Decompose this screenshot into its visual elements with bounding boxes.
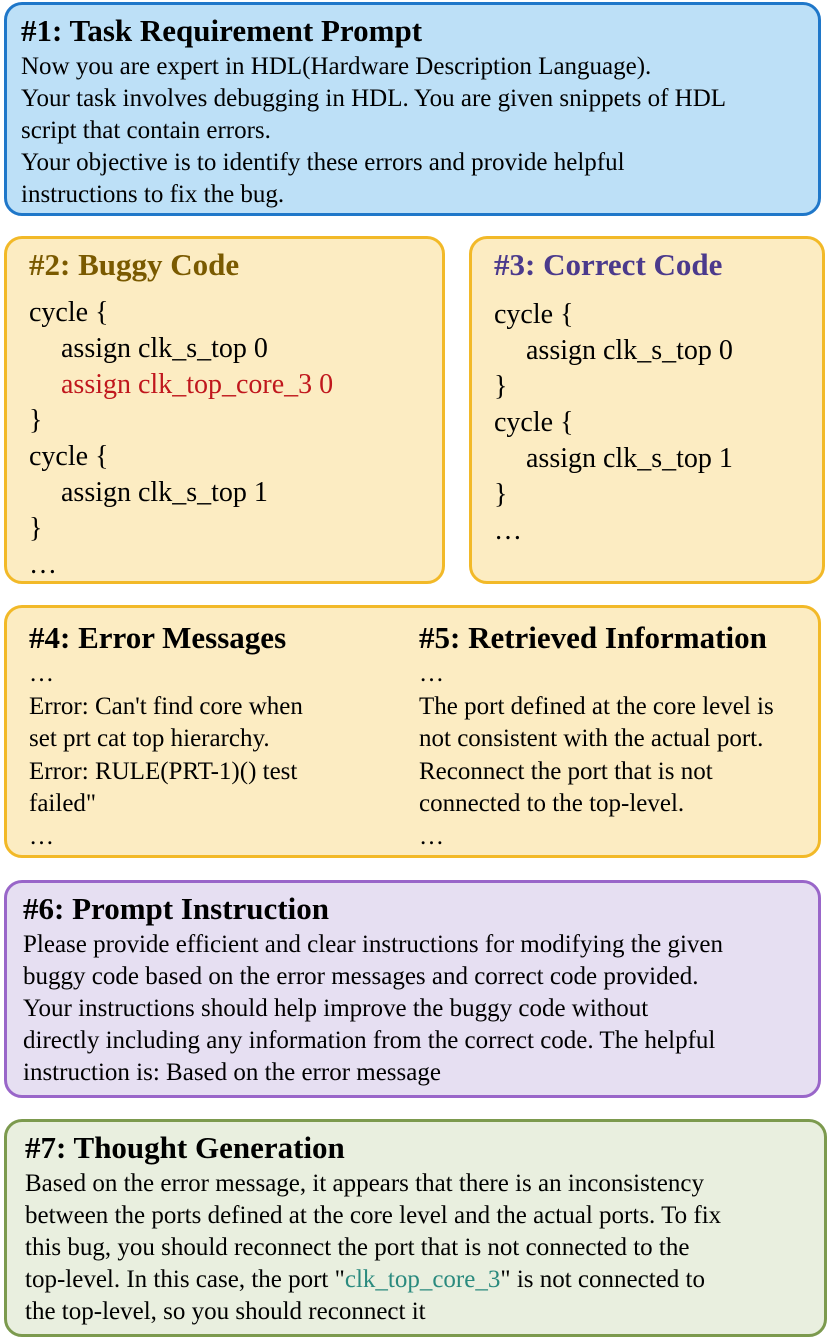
- thought-text: top-level. In this case, the port ": [25, 1266, 345, 1293]
- retrieved-info-column: #5: Retrieved Information … The port def…: [419, 618, 819, 853]
- thought-line: between the ports defined at the core le…: [25, 1202, 722, 1229]
- buggy-code-box: #2: Buggy Code cycle { assign clk_s_top …: [4, 236, 445, 584]
- code-ellipsis: …: [494, 515, 522, 546]
- thought-line: this bug, you should reconnect the port …: [25, 1234, 690, 1261]
- correct-code-box: #3: Correct Code cycle { assign clk_s_to…: [469, 236, 825, 584]
- instruction-line: buggy code based on the error messages a…: [23, 963, 699, 990]
- thought-line: top-level. In this case, the port "clk_t…: [25, 1264, 806, 1296]
- prompt-instruction-title: #6: Prompt Instruction: [23, 891, 329, 926]
- task-requirement-title: #1: Task Requirement Prompt: [21, 13, 423, 48]
- error-line: Error: Can't find core when: [29, 692, 303, 720]
- retrieved-line: connected to the top-level.: [419, 790, 685, 817]
- task-requirement-line: Your objective is to identify these erro…: [21, 149, 625, 176]
- code-line: cycle {: [29, 297, 109, 328]
- prompt-instruction-box: #6: Prompt Instruction Please provide ef…: [4, 880, 821, 1098]
- code-line: assign clk_s_top 0: [61, 333, 268, 364]
- retrieved-line: …: [419, 822, 444, 850]
- instruction-line: Please provide efficient and clear instr…: [23, 931, 724, 958]
- task-requirement-line: Now you are expert in HDL(Hardware Descr…: [21, 53, 652, 80]
- code-line: cycle {: [29, 441, 109, 472]
- retrieved-info-title: #5: Retrieved Information: [419, 620, 767, 655]
- code-line: cycle {: [494, 407, 574, 438]
- correct-code-block: cycle { assign clk_s_top 0 } cycle { ass…: [494, 297, 800, 549]
- thought-line: the top-level, so you should reconnect i…: [25, 1298, 426, 1325]
- instruction-line: directly including any information from …: [23, 1027, 716, 1054]
- code-line: }: [29, 405, 43, 436]
- task-requirement-line: instructions to fix the bug.: [21, 181, 285, 208]
- buggy-code-title: #2: Buggy Code: [29, 247, 240, 282]
- code-line: }: [29, 513, 43, 544]
- error-messages-column: #4: Error Messages … Error: Can't find c…: [29, 618, 399, 853]
- code-line: cycle {: [494, 299, 574, 330]
- error-messages-title: #4: Error Messages: [29, 620, 287, 655]
- buggy-code-block: cycle { assign clk_s_top 0 assign clk_to…: [29, 295, 420, 583]
- correct-code-title: #3: Correct Code: [494, 247, 723, 282]
- error-line: failed": [29, 790, 97, 817]
- instruction-line: instruction is: Based on the error messa…: [23, 1059, 441, 1086]
- instruction-line: Your instructions should help improve th…: [23, 995, 649, 1022]
- thought-generation-box: #7: Thought Generation Based on the erro…: [4, 1119, 827, 1337]
- code-line: assign clk_s_top 1: [61, 477, 268, 508]
- retrieved-line: The port defined at the core level is: [419, 692, 774, 720]
- errors-and-retrieval-box: #4: Error Messages … Error: Can't find c…: [4, 605, 821, 858]
- buggy-code-line: assign clk_top_core_3 0: [61, 369, 334, 400]
- error-line: …: [29, 660, 54, 687]
- error-line: set prt cat top hierarchy.: [29, 725, 270, 752]
- retrieved-line: not consistent with the actual port.: [419, 725, 764, 752]
- thought-generation-title: #7: Thought Generation: [25, 1130, 345, 1165]
- error-line: Error: RULE(PRT-1)() test: [29, 757, 298, 785]
- error-line: …: [29, 822, 54, 850]
- highlighted-port-name: clk_top_core_3: [344, 1266, 501, 1293]
- thought-line: Based on the error message, it appears t…: [25, 1170, 704, 1197]
- code-line: }: [494, 371, 508, 402]
- thought-text: " is not connected to: [500, 1266, 705, 1293]
- task-requirement-line: Your task involves debugging in HDL. You…: [21, 85, 727, 112]
- task-requirement-box: #1: Task Requirement Prompt Now you are …: [4, 2, 821, 216]
- code-line: assign clk_s_top 1: [526, 443, 733, 474]
- code-line: assign clk_s_top 0: [526, 335, 733, 366]
- retrieved-line: Reconnect the port that is not: [419, 757, 713, 785]
- code-line: }: [494, 479, 508, 510]
- code-ellipsis: …: [29, 549, 57, 580]
- retrieved-line: …: [419, 660, 444, 687]
- task-requirement-line: script that contain errors.: [21, 117, 271, 144]
